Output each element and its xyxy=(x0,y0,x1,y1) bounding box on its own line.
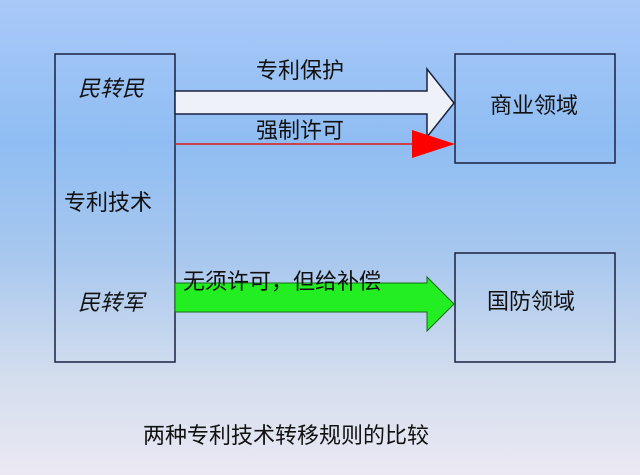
label-civil-to-civil: 民转民 xyxy=(78,77,145,102)
diagram-caption: 两种专利技术转移规则的比较 xyxy=(143,424,429,449)
compulsory-license-arrowhead xyxy=(412,130,455,158)
source-box xyxy=(54,53,176,363)
label-commercial-field: 商业领域 xyxy=(490,94,578,119)
label-patent-protection: 专利保护 xyxy=(256,59,344,84)
no-license-arrow xyxy=(174,275,455,333)
label-patent-technology: 专利技术 xyxy=(64,191,152,216)
patent-protection-arrow xyxy=(174,66,455,140)
label-civil-to-military: 民转军 xyxy=(78,291,147,316)
label-defense-field: 国防领域 xyxy=(487,290,575,315)
label-no-license-compensation: 无须许可，但给补偿 xyxy=(183,270,381,295)
commercial-box xyxy=(454,53,616,164)
defense-box xyxy=(454,252,616,363)
label-compulsory-license: 强制许可 xyxy=(256,119,344,144)
